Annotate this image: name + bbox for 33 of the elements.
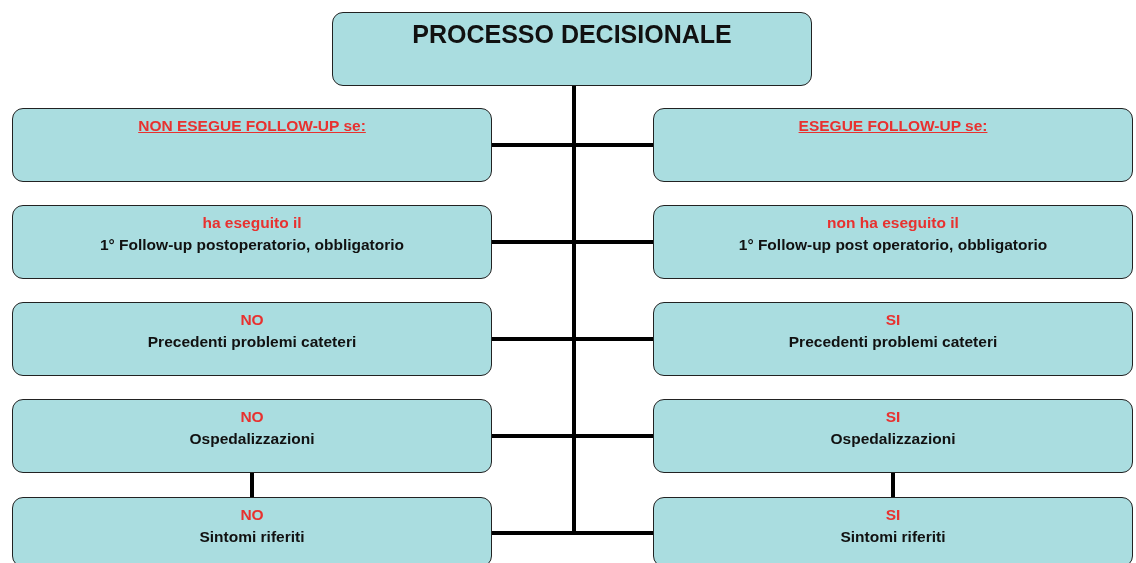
condition-label: SI [885, 310, 901, 330]
condition-label: NO [240, 407, 264, 427]
criterion-box [653, 205, 1133, 279]
criterion-box [12, 399, 492, 473]
condition-label: ha eseguito il [202, 213, 302, 233]
criterion-box [653, 399, 1133, 473]
criterion-text: 1° Follow-up postoperatorio, obbligatorio [99, 235, 405, 255]
criterion-text: Ospedalizzazioni [830, 429, 956, 449]
criterion-box [653, 497, 1133, 563]
condition-label: NO [240, 505, 264, 525]
condition-label: SI [885, 505, 901, 525]
criterion-box [12, 497, 492, 563]
criterion-box [12, 108, 492, 182]
criterion-text: Sintomi riferiti [199, 527, 305, 547]
criterion-text: Ospedalizzazioni [189, 429, 315, 449]
condition-label: NO [240, 310, 264, 330]
criterion-box [653, 302, 1133, 376]
connector-line [572, 86, 653, 535]
section-heading: ESEGUE FOLLOW-UP se: [798, 116, 988, 136]
connector-line [250, 473, 254, 497]
criterion-box [12, 302, 492, 376]
section-heading: NON ESEGUE FOLLOW-UP se: [138, 116, 366, 136]
condition-label: non ha eseguito il [827, 213, 959, 233]
criterion-text: Precedenti problemi cateteri [788, 332, 998, 352]
connector-line [891, 473, 895, 497]
heading-text: PROCESSO DECISIONALE [412, 19, 732, 50]
criterion-text: Sintomi riferiti [840, 527, 946, 547]
criterion-box [653, 108, 1133, 182]
title-box [332, 12, 812, 86]
criterion-box [12, 205, 492, 279]
criterion-text: Precedenti problemi cateteri [147, 332, 357, 352]
condition-label: SI [885, 407, 901, 427]
criterion-text: 1° Follow-up post operatorio, obbligatorio [738, 235, 1048, 255]
